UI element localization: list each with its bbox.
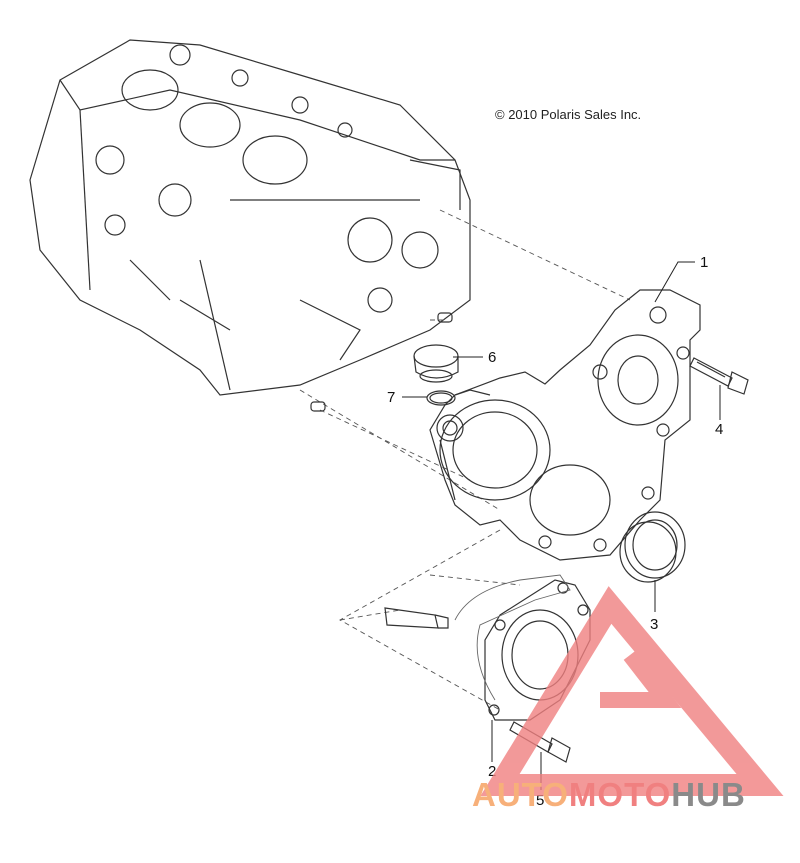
bolt-upper [689, 357, 749, 395]
watermark-logo [480, 586, 784, 796]
copyright-text: © 2010 Polaris Sales Inc. [495, 107, 642, 122]
watermark-part-moto: MOTO [568, 776, 672, 813]
callout-1: 1 [700, 254, 708, 271]
callout-7: 7 [387, 389, 395, 406]
watermark-part-auto: AUTO [472, 776, 569, 813]
watermark-text: AUTOMOTOHUB [472, 776, 746, 814]
dowel-pins [310, 312, 453, 412]
callout-4: 4 [715, 421, 723, 438]
crank-seal [619, 511, 686, 583]
sealant-tube [384, 607, 449, 629]
gasket-outline [454, 574, 571, 701]
watermark-part-hub: HUB [671, 776, 746, 813]
callout-2: 2 [488, 763, 496, 780]
timing-cover [429, 289, 701, 561]
callout-5: 5 [536, 792, 544, 809]
callout-6: 6 [488, 349, 496, 366]
callout-leaders [402, 261, 721, 790]
engine-block [29, 39, 471, 396]
o-ring [426, 390, 456, 406]
leader-lines [299, 209, 631, 711]
callout-3: 3 [650, 616, 658, 633]
oil-fill-cap [413, 344, 459, 383]
